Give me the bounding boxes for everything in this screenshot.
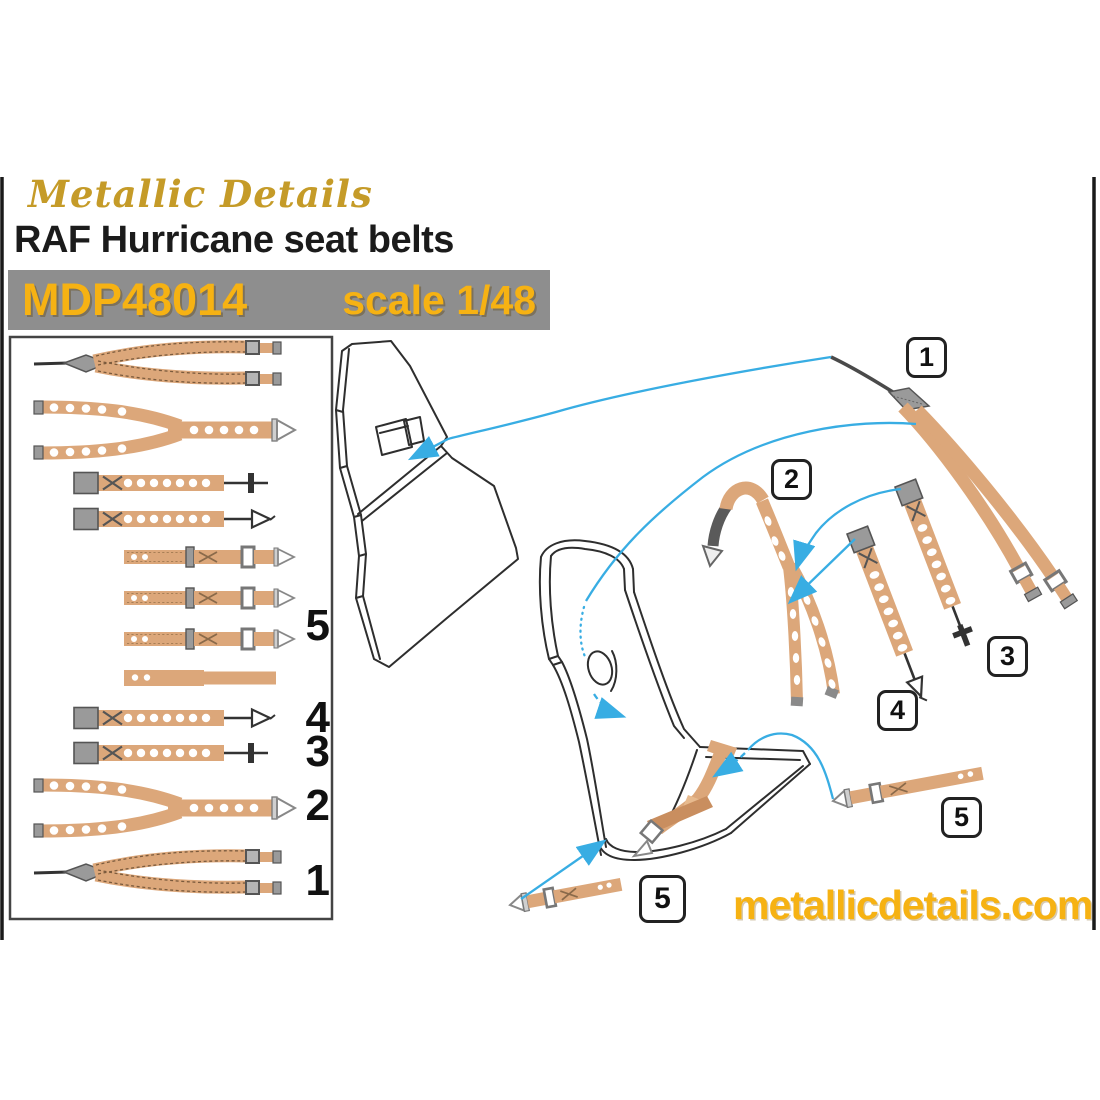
callout-5-left: 5 [639,875,686,923]
part-strap-row [122,627,296,651]
harness-part-1-drawing [830,355,1079,610]
bulkhead-drawing [335,340,519,668]
callout-5-right: 5 [941,797,982,838]
part-number-label-2: 2 [305,781,330,830]
part-number-label-3: 3 [305,727,330,776]
part-strap-row [124,670,276,686]
callout-4: 4 [877,690,918,731]
callout-1: 1 [906,337,947,378]
part-strap-row [122,586,296,610]
callout-3: 3 [987,636,1028,677]
scale-label: scale 1/48 [342,276,536,323]
leader-arrow-part1-to-bracket [407,355,832,461]
part-strap-row [122,545,296,569]
callout-2: 2 [771,459,812,500]
harness-part-3-drawing [893,477,980,651]
harness-part-2-drawing [701,481,840,707]
part-number-label-1: 1 [305,856,330,905]
harness-part-5-right-drawing [831,766,984,809]
leader-arrow-through-hole [593,693,627,719]
website-url: metallicdetails.com [733,882,1093,928]
seat-diagonal-strap [647,796,713,833]
parts-box [8,337,334,921]
leader-curve-seat-to-part1 [585,421,917,602]
product-code-bar: MDP48014 scale 1/48 [8,270,550,330]
part-number-label-4: 4 [305,693,330,742]
harness-part-4-drawing [845,524,935,708]
page-title: RAF Hurricane seat belts [14,219,454,261]
product-code: MDP48014 [22,274,248,325]
seat-back-hole [586,650,614,686]
leader-arrow-part5-left [520,839,607,900]
leader-arrow-part3-to-part2 [793,487,902,572]
harness-part-5-left-drawing [508,878,623,913]
leader-lines [407,355,917,900]
part-number-label-5: 5 [305,601,330,650]
brand-logo: Metallic Details [28,172,373,216]
leader-arrow-part4-to-part2 [787,538,856,605]
leader-curve-part5-right [747,732,835,800]
